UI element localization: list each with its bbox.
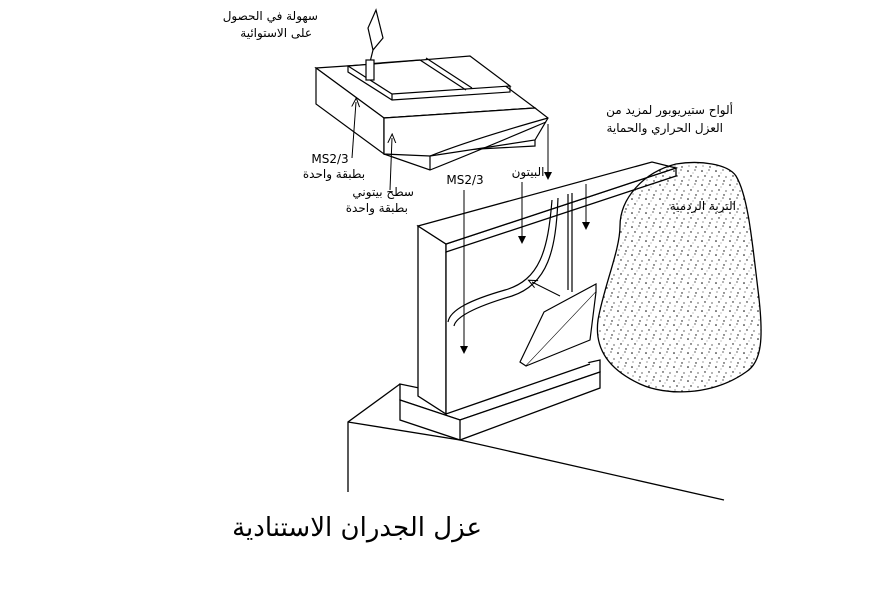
trowel-label-line1: سهولة في الحصول [223, 9, 318, 24]
slab-detail [314, 55, 549, 171]
backfill-label: التربة الردمية [670, 199, 736, 214]
diagram-title: عزل الجدران الاستنادية [232, 513, 482, 543]
trowel-label-line2: على الاستوائية [240, 26, 312, 41]
concrete-surface-label: سطح بيتوني بطبقة واحدة [346, 185, 414, 216]
concrete-label: البيتون [512, 165, 545, 180]
trowel-label: سهولة في الحصول على الاستوائية [223, 9, 318, 41]
styrofoam-label-line1: ألواح ستيريوبور لمزيد من [606, 102, 733, 118]
leader-lines [352, 102, 590, 354]
styrofoam-label-line2: العزل الحراري والحماية [606, 121, 723, 136]
slab-ms-text: MS2/3 [311, 152, 348, 166]
retaining-wall [416, 161, 679, 416]
slab-ms-label: MS2/3 بطبقة واحدة [303, 152, 365, 182]
styrofoam-board [519, 282, 597, 367]
backfill-soil [596, 161, 762, 393]
trowel-icon [365, 8, 384, 81]
concrete-cutaway [447, 193, 573, 327]
concrete-surface-text: سطح بيتوني [352, 185, 414, 200]
wall-ms-label: MS2/3 [446, 173, 483, 187]
surface-layer-text: بطبقة واحدة [346, 201, 408, 216]
styrofoam-label: ألواح ستيريوبور لمزيد من العزل الحراري و… [606, 102, 733, 136]
slab-layer-text: بطبقة واحدة [303, 167, 365, 182]
